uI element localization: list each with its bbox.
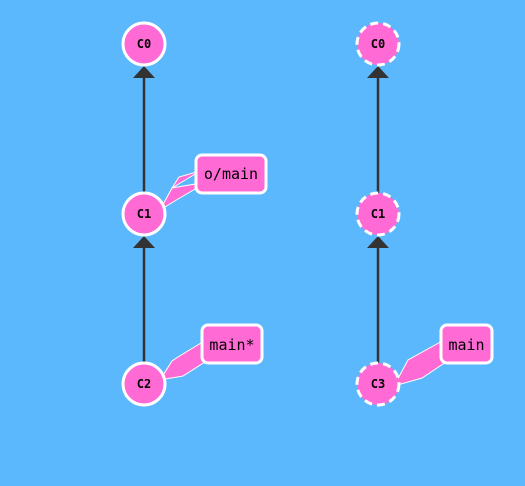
- branch-tag-main[interactable]: main: [439, 323, 494, 365]
- commit-node-c1[interactable]: C1: [355, 191, 401, 237]
- branch-tag-o-main[interactable]: o/main: [194, 153, 268, 195]
- commit-node-c0[interactable]: C0: [121, 21, 167, 67]
- edge-arrowhead-c1: [367, 236, 389, 248]
- commit-node-c1[interactable]: C1: [121, 191, 167, 237]
- commit-node-c2[interactable]: C2: [121, 361, 167, 407]
- commit-label: C1: [137, 207, 151, 221]
- edge-arrowhead-c1: [133, 236, 155, 248]
- commit-label: C0: [137, 37, 151, 51]
- commit-label: C1: [371, 207, 385, 221]
- edge-arrowhead-c0: [367, 66, 389, 78]
- branch-label: o/main: [204, 165, 258, 183]
- local-repo-graph: C0 C1 C2 o/main main*: [121, 21, 268, 407]
- branch-label: main: [448, 336, 484, 354]
- commit-label: C0: [371, 37, 385, 51]
- branch-label: main*: [209, 336, 254, 354]
- commit-label: C2: [137, 377, 151, 391]
- branch-tag-main-star[interactable]: main*: [200, 323, 264, 365]
- commit-label: C3: [371, 377, 385, 391]
- commit-node-c0[interactable]: C0: [355, 21, 401, 67]
- remote-repo-graph: C0 C1 C3 main: [355, 21, 494, 407]
- commit-node-c3[interactable]: C3: [355, 361, 401, 407]
- edge-arrowhead-c0: [133, 66, 155, 78]
